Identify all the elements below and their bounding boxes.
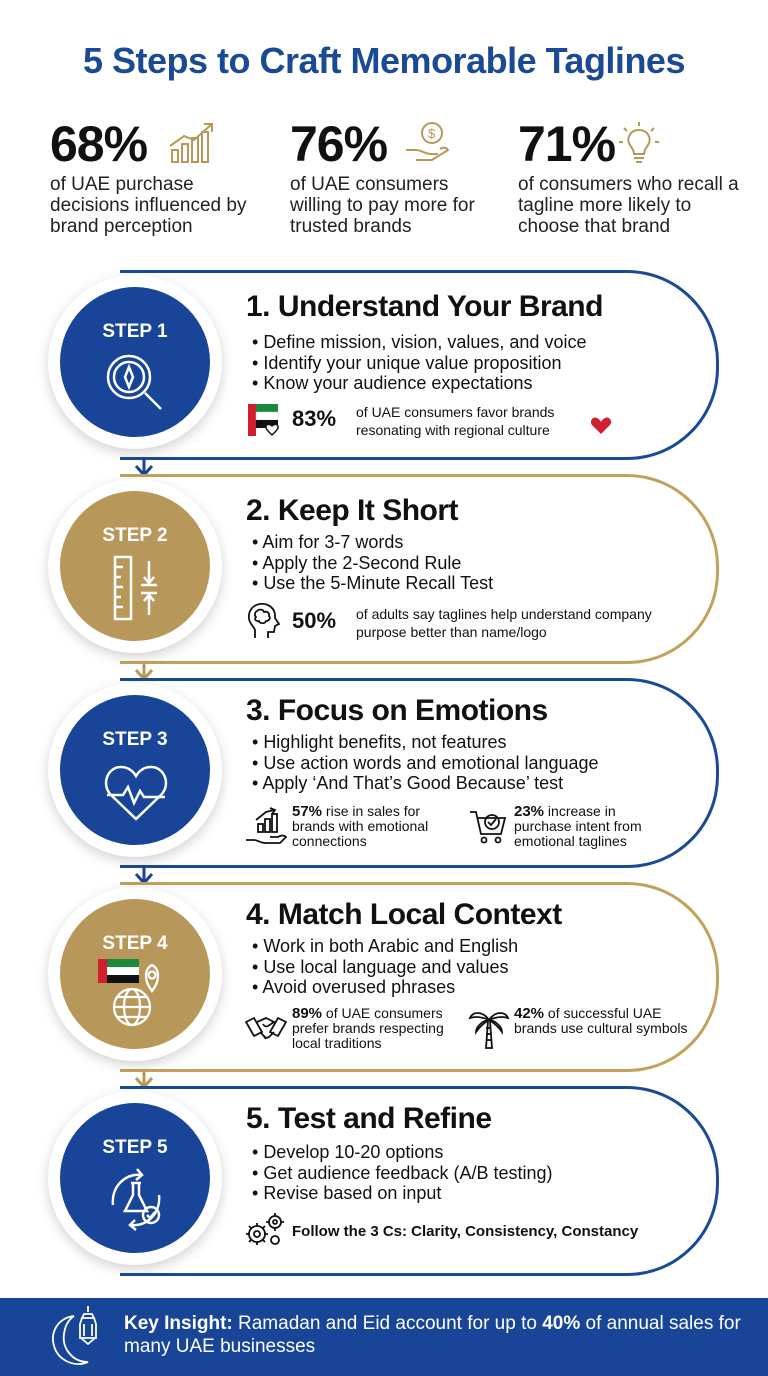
stat-text: of consumers who recall a tagline more l…	[518, 174, 739, 237]
step-badge-4: STEP 4	[48, 887, 222, 1061]
fact-value: 50%	[292, 608, 337, 633]
step-fact-a: 57% rise in sales for brands with emotio…	[292, 804, 472, 849]
step-points: Highlight benefits, not features Use act…	[252, 732, 599, 794]
brain-head-icon	[247, 603, 281, 638]
list-item: Identify your unique value proposition	[252, 353, 586, 374]
heartbeat-icon	[104, 765, 168, 821]
stat-1: 68% of UAE purchase decisions influenced…	[50, 118, 270, 237]
step-fact: 83%	[292, 406, 336, 432]
flask-refresh-icon	[111, 1168, 161, 1231]
fact-text: of UAE consumers	[325, 1005, 443, 1021]
step-badge-2: STEP 2	[48, 479, 222, 653]
list-item: Highlight benefits, not features	[252, 732, 599, 753]
stat-value: 68%	[50, 116, 148, 172]
step-heading: 5. Test and Refine	[246, 1102, 492, 1135]
list-item: Know your audience expectations	[252, 373, 586, 394]
uae-flag-globe-icon	[98, 959, 160, 1027]
step-badge-1: STEP 1	[48, 275, 222, 449]
stat-text: of UAE consumers willing to pay more for…	[290, 174, 475, 237]
fact-value: 42%	[514, 1005, 545, 1022]
step-badge-3: STEP 3	[48, 683, 222, 857]
step-heading: 3. Focus on Emotions	[246, 694, 548, 727]
list-item: Use the 5-Minute Recall Test	[252, 573, 493, 594]
list-item: Revise based on input	[252, 1183, 552, 1204]
step-fact-a: 89% of UAE consumers prefer brands respe…	[292, 1006, 462, 1051]
stat-2: 76% of UAE consumers willing to pay more…	[290, 118, 500, 237]
fact-text: rise in sales for	[325, 803, 421, 819]
step-fact-b: 23% increase in purchase intent from emo…	[514, 804, 684, 849]
gears-icon	[246, 1213, 284, 1245]
step-label: STEP 3	[102, 729, 168, 750]
stat-value: 76%	[290, 116, 388, 172]
step-heading: 2. Keep It Short	[246, 494, 459, 527]
step-label: STEP 2	[102, 525, 168, 546]
page-title: 5 Steps to Craft Memorable Taglines	[83, 40, 685, 81]
step-badge-5: STEP 5	[48, 1091, 222, 1265]
lightbulb-icon	[619, 122, 659, 163]
ruler-compress-icon	[113, 555, 157, 621]
list-item: Get audience feedback (A/B testing)	[252, 1163, 552, 1184]
fact-text: of successful UAE	[547, 1005, 662, 1021]
list-item: Use local language and values	[252, 957, 518, 978]
list-item: Use action words and emotional language	[252, 753, 598, 774]
key-insight-part: of annual sales for many UAE businesses	[124, 1313, 741, 1357]
stat-text: of UAE purchase decisions influenced by …	[50, 174, 247, 237]
step-heading: 1. Understand Your Brand	[246, 290, 603, 323]
crescent-lantern-icon	[52, 1306, 97, 1365]
step-heading: 4. Match Local Context	[246, 898, 562, 931]
step-points: Work in both Arabic and English Use loca…	[252, 936, 518, 998]
key-insight-text: Key Insight: Ramadan and Eid account for…	[124, 1312, 744, 1358]
stat-value: 71%	[518, 116, 616, 172]
compass-magnifier-icon	[106, 354, 162, 410]
fact-value: 23%	[514, 803, 545, 820]
step-fact: 50%	[292, 608, 336, 634]
step-label: STEP 4	[102, 933, 168, 954]
fact-text: increase in	[547, 803, 616, 819]
step-fact-text: of UAE consumers favor brands resonating…	[356, 404, 592, 440]
step-fact-b: 42% of successful UAE brands use cultura…	[514, 1006, 694, 1036]
step-fact: Follow the 3 Cs: Clarity, Consistency, C…	[292, 1223, 638, 1241]
shopping-cart-check-icon	[470, 811, 507, 844]
key-insight-label: Key Insight:	[124, 1313, 233, 1334]
uae-flag-heart-icon	[248, 404, 279, 437]
hand-growth-icon	[246, 807, 288, 844]
step-points: Aim for 3-7 words Apply the 2-Second Rul…	[252, 532, 493, 594]
step-points: Define mission, vision, values, and voic…	[252, 332, 586, 394]
list-item: Define mission, vision, values, and voic…	[252, 332, 586, 353]
fact-text: prefer brands respecting local tradition…	[292, 1020, 444, 1051]
key-insight-highlight: 40%	[542, 1313, 581, 1334]
list-item: Apply the 2-Second Rule	[252, 553, 493, 574]
fact-text: brands with emotional connections	[292, 818, 429, 849]
list-item: Work in both Arabic and English	[252, 936, 518, 957]
handshake-icon	[244, 1016, 288, 1040]
fact-text: of adults say taglines help understand c…	[356, 606, 652, 640]
list-item: Aim for 3-7 words	[252, 532, 493, 553]
step-fact-text: of adults say taglines help understand c…	[356, 606, 656, 642]
fact-value: 89%	[292, 1005, 323, 1022]
money-hand-icon: $	[406, 122, 450, 161]
fact-text: Follow the 3 Cs: Clarity, Consistency, C…	[292, 1223, 639, 1240]
heart-icon	[590, 417, 612, 434]
key-insight-banner: Key Insight: Ramadan and Eid account for…	[0, 1298, 768, 1376]
stat-3: 71% of consumers who recall a tagline mo…	[518, 118, 748, 237]
fact-text: brands use cultural symbols	[514, 1020, 688, 1036]
svg-text:$: $	[428, 126, 436, 141]
key-insight-part: Ramadan and Eid account for up to	[232, 1313, 543, 1334]
list-item: Develop 10-20 options	[252, 1142, 552, 1163]
fact-value: 83%	[292, 406, 337, 431]
fact-text: purchase intent from emotional taglines	[514, 818, 642, 849]
bar-chart-growth-icon	[169, 123, 213, 163]
fact-text: of UAE consumers favor brands resonating…	[356, 404, 555, 438]
step-points: Develop 10-20 options Get audience feedb…	[252, 1142, 552, 1204]
list-item: Apply ‘And That’s Good Because’ test	[252, 773, 599, 794]
fact-value: 57%	[292, 803, 323, 820]
step-label: STEP 1	[102, 321, 168, 342]
palm-tree-icon	[468, 1012, 510, 1049]
step-label: STEP 5	[102, 1137, 168, 1158]
list-item: Avoid overused phrases	[252, 977, 518, 998]
